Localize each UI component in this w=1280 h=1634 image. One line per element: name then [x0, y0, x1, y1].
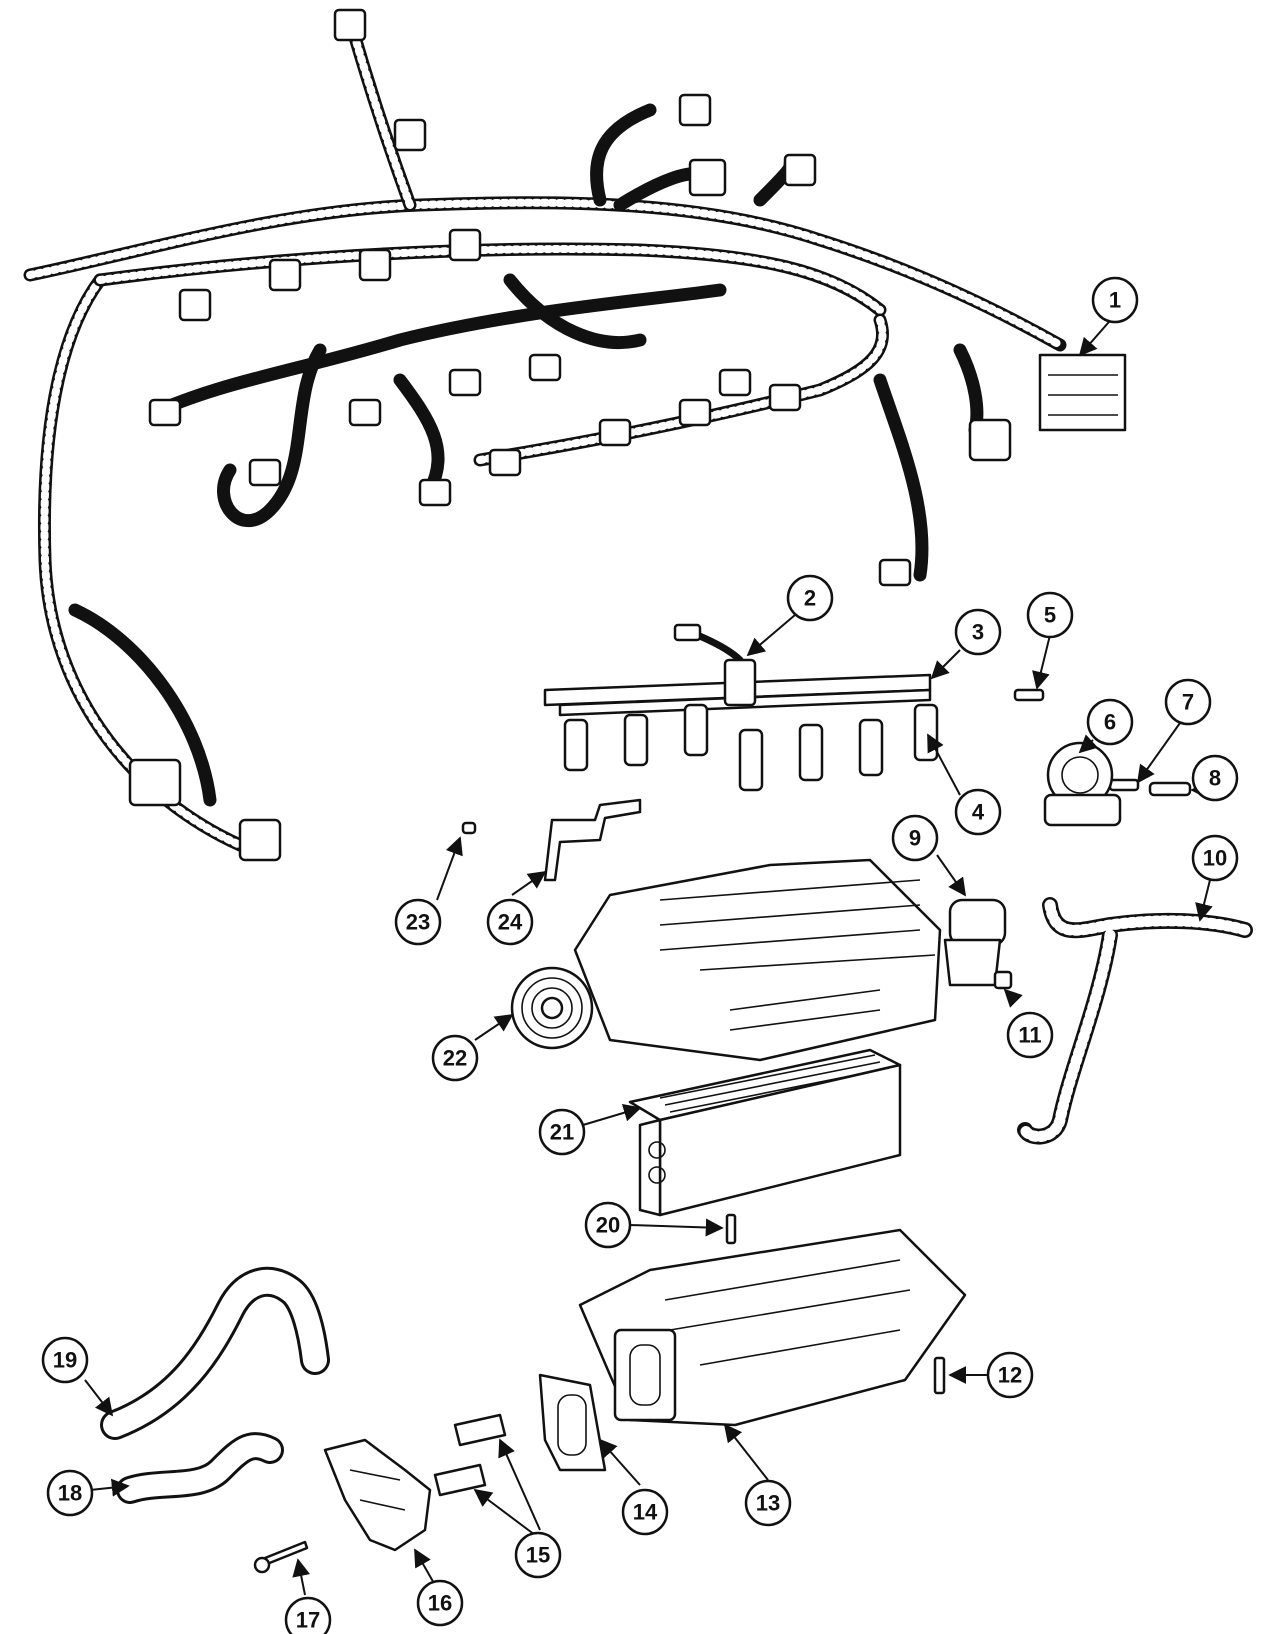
- callout-16: 16: [416, 1579, 464, 1627]
- callout-9: 9: [891, 814, 939, 862]
- hose-19: [100, 1266, 330, 1440]
- callout-circle: [431, 1034, 479, 1082]
- callout-circle: [284, 1596, 332, 1634]
- callout-number: 20: [596, 1213, 620, 1238]
- callout-circle: [786, 574, 834, 622]
- callout-number: 7: [1182, 690, 1194, 715]
- callout-number: 14: [633, 1500, 658, 1525]
- bypass-actuator: [943, 898, 1007, 987]
- callout-number: 17: [296, 1608, 320, 1633]
- callout-circle: [986, 1351, 1034, 1399]
- callout-19: 19: [41, 1336, 89, 1384]
- callout-10: 10: [1191, 834, 1239, 882]
- supercharger: [510, 858, 942, 1062]
- bracket-24: [543, 798, 642, 882]
- lower-intake-manifold: [578, 1228, 967, 1427]
- wiring-harness: [23, 8, 1127, 862]
- callout-circle: [621, 1488, 669, 1536]
- callout-number: 10: [1203, 846, 1227, 871]
- egr-valve: [1043, 741, 1122, 827]
- callout-number: 9: [909, 826, 921, 851]
- callout-5: 5: [1026, 591, 1074, 639]
- callout-number: 24: [498, 910, 523, 935]
- callout-circle: [584, 1201, 632, 1249]
- callout-circle: [954, 608, 1002, 656]
- callout-4: 4: [954, 788, 1002, 836]
- callout-number: 4: [972, 800, 985, 825]
- callout-number: 16: [428, 1591, 452, 1616]
- callout-circle: [744, 1479, 792, 1527]
- callout-circle: [1026, 591, 1074, 639]
- callout-number: 18: [58, 1481, 82, 1506]
- hose-18: [116, 1432, 284, 1504]
- callout-11: 11: [1006, 1011, 1054, 1059]
- callout-circle: [954, 788, 1002, 836]
- callout-circle: [538, 1108, 586, 1156]
- callout-15: 15: [514, 1531, 562, 1579]
- callout-number: 12: [998, 1363, 1022, 1388]
- callout-number: 23: [406, 910, 430, 935]
- callout-number: 13: [756, 1491, 780, 1516]
- charge-air-cooler: [628, 1048, 902, 1217]
- callout-22: 22: [431, 1034, 479, 1082]
- callout-circle: [1191, 834, 1239, 882]
- callout-6: 6: [1086, 698, 1134, 746]
- vent-hose: [1017, 897, 1253, 1145]
- callout-circle: [1006, 1011, 1054, 1059]
- callout-12: 12: [986, 1351, 1034, 1399]
- stud-23: [461, 821, 477, 835]
- callout-circle: [891, 814, 939, 862]
- callout-13: 13: [744, 1479, 792, 1527]
- callout-18: 18: [46, 1469, 94, 1517]
- callout-circle: [1091, 276, 1139, 324]
- callout-20: 20: [584, 1201, 632, 1249]
- callout-14: 14: [621, 1488, 669, 1536]
- callout-17: 17: [284, 1596, 332, 1634]
- callout-circle: [394, 898, 442, 946]
- callout-number: 2: [804, 586, 816, 611]
- callout-number: 15: [526, 1543, 550, 1568]
- fuel-injectors: [563, 703, 939, 792]
- callout-number: 1: [1109, 288, 1121, 313]
- callout-circle: [416, 1579, 464, 1627]
- callout-number: 11: [1018, 1023, 1041, 1048]
- callout-circle: [514, 1531, 562, 1579]
- callout-number: 8: [1209, 766, 1221, 791]
- bolt-11: [993, 970, 1013, 990]
- callout-21: 21: [538, 1108, 586, 1156]
- fuel-rail-assembly: [543, 623, 939, 792]
- bolt-12: [933, 1356, 946, 1395]
- callout-circle: [1164, 678, 1212, 726]
- callout-circle: [46, 1469, 94, 1517]
- callout-1: 1: [1091, 276, 1139, 324]
- callout-number: 19: [53, 1348, 77, 1373]
- callout-circle: [1191, 754, 1239, 802]
- gasket: [538, 1373, 607, 1472]
- callout-number: 6: [1104, 710, 1116, 735]
- callout-23: 23: [394, 898, 442, 946]
- callout-2: 2: [786, 574, 834, 622]
- callout-7: 7: [1164, 678, 1212, 726]
- callout-number: 22: [443, 1046, 467, 1071]
- callout-circle: [486, 898, 534, 946]
- bolt-20: [725, 1213, 737, 1245]
- callout-number: 5: [1044, 603, 1056, 628]
- callout-number: 21: [550, 1120, 574, 1145]
- callout-circle: [41, 1336, 89, 1384]
- thermostat-housing: [323, 1438, 432, 1552]
- callout-number: 3: [972, 620, 984, 645]
- fasteners-upper: [1013, 688, 1192, 797]
- callout-circle: [1086, 698, 1134, 746]
- callout-24: 24: [486, 898, 534, 946]
- coolant-tubes: [433, 1413, 507, 1497]
- callout-8: 8: [1191, 754, 1239, 802]
- callout-3: 3: [954, 608, 1002, 656]
